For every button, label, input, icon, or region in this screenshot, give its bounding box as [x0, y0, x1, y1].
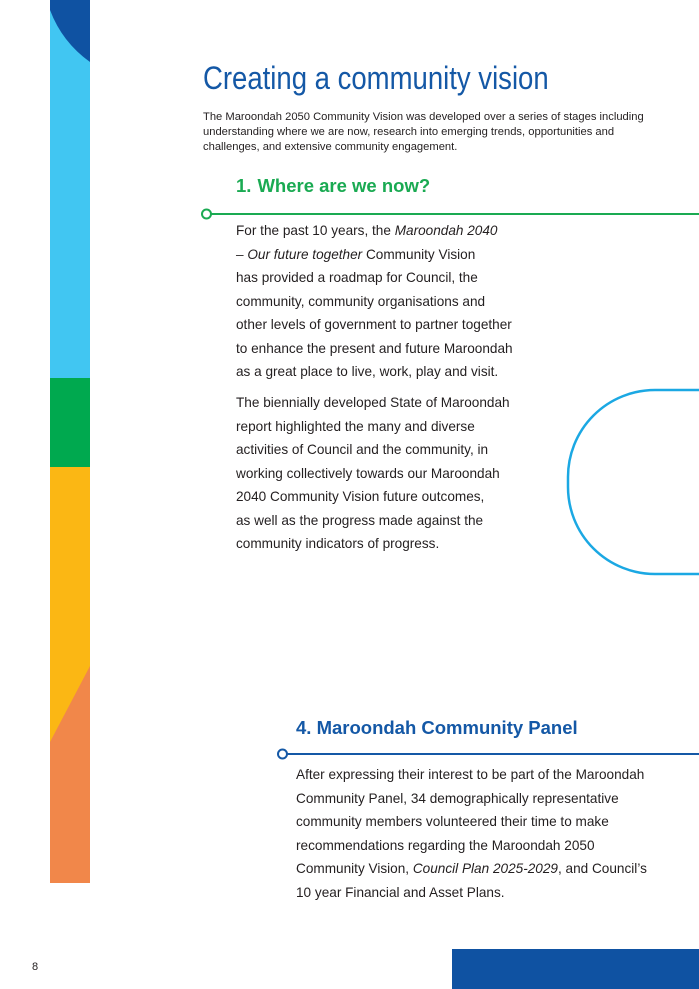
text-run: Community Vision [362, 246, 476, 262]
section-heading-where-are-we-now: 1.Where are we now? [236, 174, 430, 198]
text-line: – Our future together Community Vision [236, 243, 536, 267]
stripe-orange-band [50, 666, 90, 883]
stripe-green-band [50, 378, 90, 467]
text-line: After expressing their interest to be pa… [296, 767, 645, 782]
text-line: community indicators of progress. [236, 536, 440, 551]
text-line: activities of Council and the community,… [236, 442, 489, 457]
intro-paragraph: The Maroondah 2050 Community Vision was … [203, 111, 644, 153]
stripe-sky-band [50, 0, 90, 378]
section-number: 1. [236, 175, 252, 196]
text-line: as well as the progress made against the [236, 512, 484, 528]
green-rule-dot-icon [201, 208, 212, 220]
text-line: report highlighted the many and diverse [236, 418, 475, 434]
footer-color-block [452, 949, 699, 989]
blue-rule-dot-icon [277, 748, 288, 760]
italic-title-run: Maroondah 2040 [394, 223, 498, 238]
text-line: For the past 10 years, the Maroondah 204… [236, 219, 536, 243]
sky-bracket-shape [566, 388, 699, 576]
panel-paragraph: After expressing their interest to be pa… [296, 763, 686, 904]
text-line: recommendations regarding the Maroondah … [296, 837, 595, 853]
text-line: Community Vision, Council Plan 2025-2029… [296, 857, 686, 881]
italic-title-run: Council Plan 2025-2029 [412, 861, 558, 876]
section-heading-text: Where are we now? [257, 175, 431, 196]
text-line: working collectively towards our Maroond… [236, 465, 500, 481]
text-line: community members volunteered their time… [296, 814, 609, 829]
text-line: 2040 Community Vision future outcomes, [236, 489, 485, 504]
text-run: For the past 10 years, the [236, 223, 395, 238]
text-line: 10 year Financial and Asset Plans. [296, 884, 505, 900]
page-title: Creating a community vision [203, 60, 549, 96]
text-line: other levels of government to partner to… [236, 317, 512, 332]
text-line: to enhance the present and future Maroon… [236, 340, 513, 356]
page-number: 8 [32, 961, 39, 973]
italic-title-run: – Our future together [236, 246, 363, 262]
text-line: community, community organisations and [236, 293, 486, 309]
text-line: has provided a roadmap for Council, the [236, 270, 478, 285]
where-paragraph-1: For the past 10 years, the Maroondah 204… [236, 219, 536, 384]
text-line: as a great place to live, work, play and… [236, 364, 499, 379]
where-paragraph-2: The biennially developed State of Maroon… [236, 391, 536, 556]
text-line: Community Panel, 34 demographically repr… [296, 790, 619, 806]
decorative-color-stripe [50, 0, 90, 883]
stripe-navy-corner [50, 0, 90, 62]
text-line: The biennially developed State of Maroon… [236, 395, 510, 410]
text-run: Community Vision, [296, 861, 413, 876]
section-heading-community-panel: 4. Maroondah Community Panel [296, 717, 578, 738]
text-run: , and Council’s [557, 861, 647, 876]
